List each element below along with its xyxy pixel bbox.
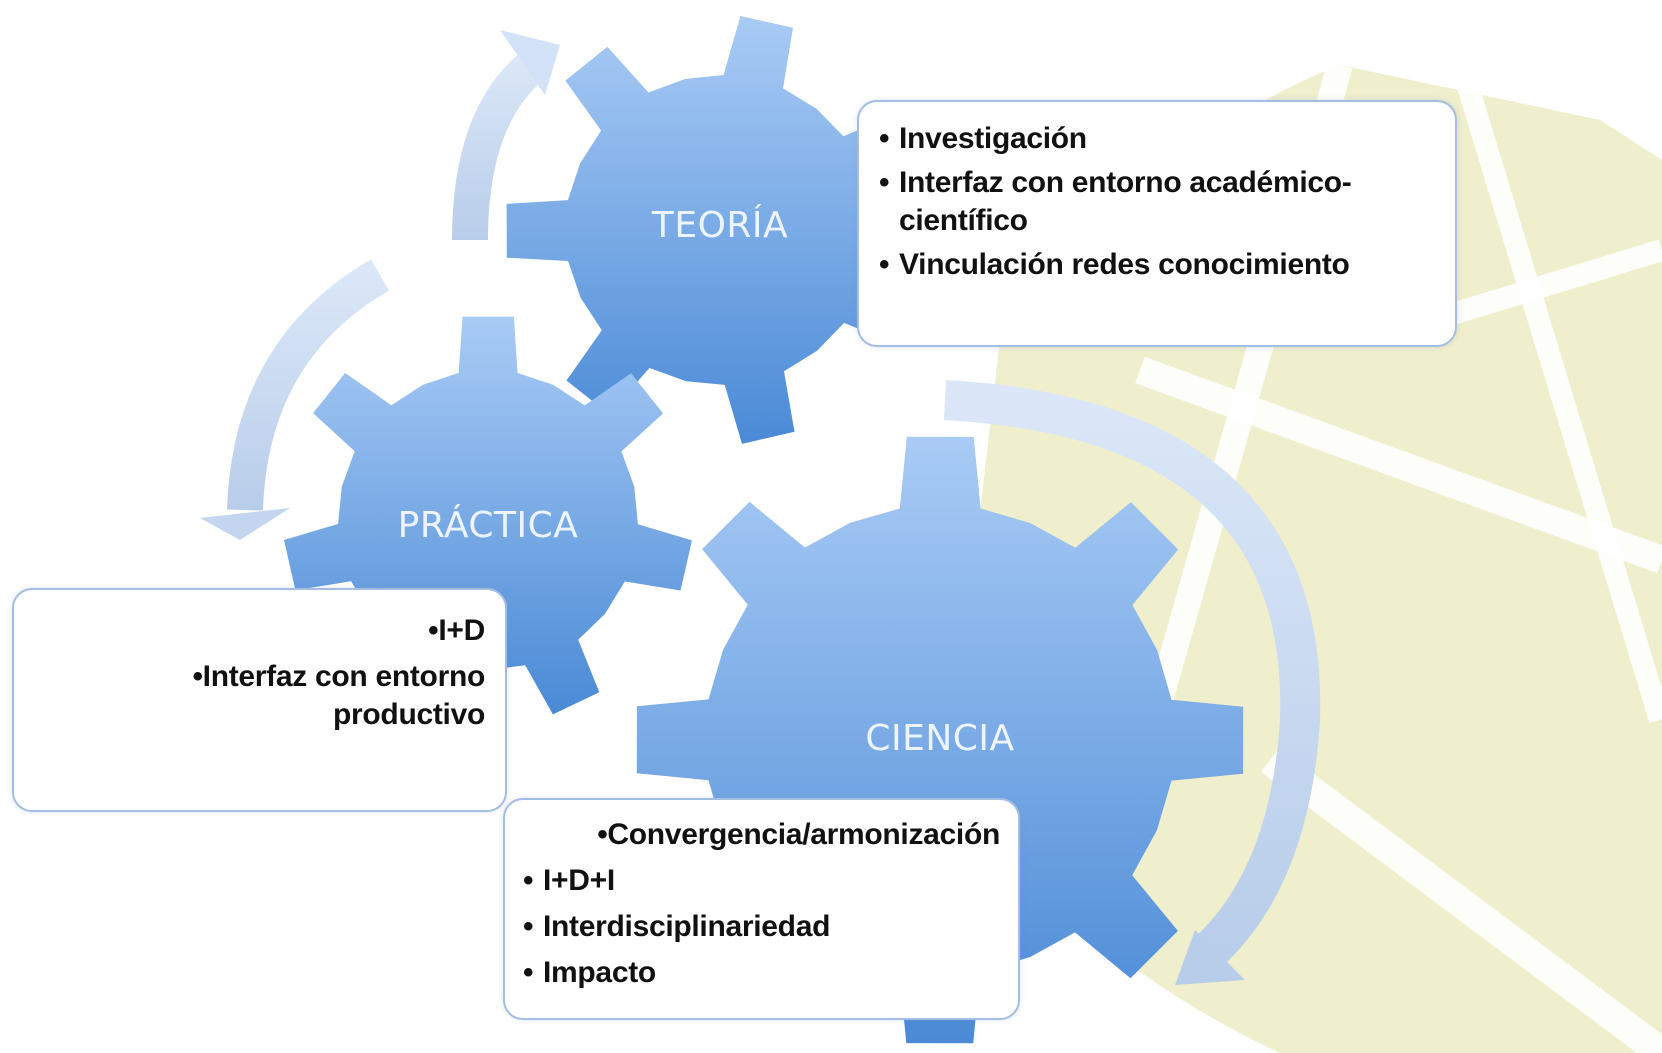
bullet-icon: • <box>523 956 534 989</box>
practica-info-box: •I+D •Interfaz con entorno productivo <box>12 588 507 812</box>
item-text: Convergencia/armonización <box>607 818 1000 851</box>
bullet-icon: • <box>523 910 534 943</box>
bullet-icon: • <box>192 660 203 693</box>
bullet-icon: • <box>597 818 608 851</box>
list-item: • Investigación <box>879 120 1435 158</box>
list-item: • Vinculación redes conocimiento <box>879 246 1435 284</box>
item-text: Vinculación redes conocimiento <box>899 248 1350 281</box>
bullet-icon: • <box>879 122 890 155</box>
list-item: • I+D+I <box>523 862 1000 900</box>
gear-label-practica: PRÁCTICA <box>397 505 579 546</box>
list-item-continuation: productivo <box>34 696 485 734</box>
list-item: • Impacto <box>523 954 1000 992</box>
bullet-icon: • <box>523 864 534 897</box>
item-text: I+D <box>438 614 485 647</box>
item-text: científico <box>899 204 1028 237</box>
list-item: • Interfaz con entorno académico- <box>879 164 1435 202</box>
item-text: Interfaz con entorno académico- <box>899 166 1352 199</box>
item-text: Investigación <box>899 122 1087 155</box>
gear-label-ciencia: CIENCIA <box>865 718 1015 759</box>
arrow-to-teoria <box>452 30 560 241</box>
item-text: Interdisciplinariedad <box>543 910 831 943</box>
list-item: •I+D <box>34 612 485 650</box>
gear-label-teoria: TEORÍA <box>651 205 789 246</box>
arrow-to-ciencia <box>943 380 1321 985</box>
bullet-icon: • <box>428 614 439 647</box>
teoria-info-box: • Investigación • Interfaz con entorno aca… <box>857 100 1457 347</box>
bullet-icon: • <box>879 248 890 281</box>
list-item: • Interdisciplinariedad <box>523 908 1000 946</box>
list-item: •Convergencia/armonización <box>523 816 1000 854</box>
ciencia-info-box: •Convergencia/armonización •I+D+I •Inter… <box>503 798 1020 1020</box>
item-text: Impacto <box>543 956 656 989</box>
arrow-to-practica <box>200 259 390 540</box>
item-text: Interfaz con entorno <box>202 660 486 693</box>
bullet-icon: • <box>879 166 890 199</box>
list-item: •Interfaz con entorno <box>34 658 485 696</box>
gear-teoria <box>506 16 925 444</box>
list-item-continuation: científico <box>879 202 1435 240</box>
item-text: I+D+I <box>543 864 615 897</box>
item-text: productivo <box>333 698 485 731</box>
